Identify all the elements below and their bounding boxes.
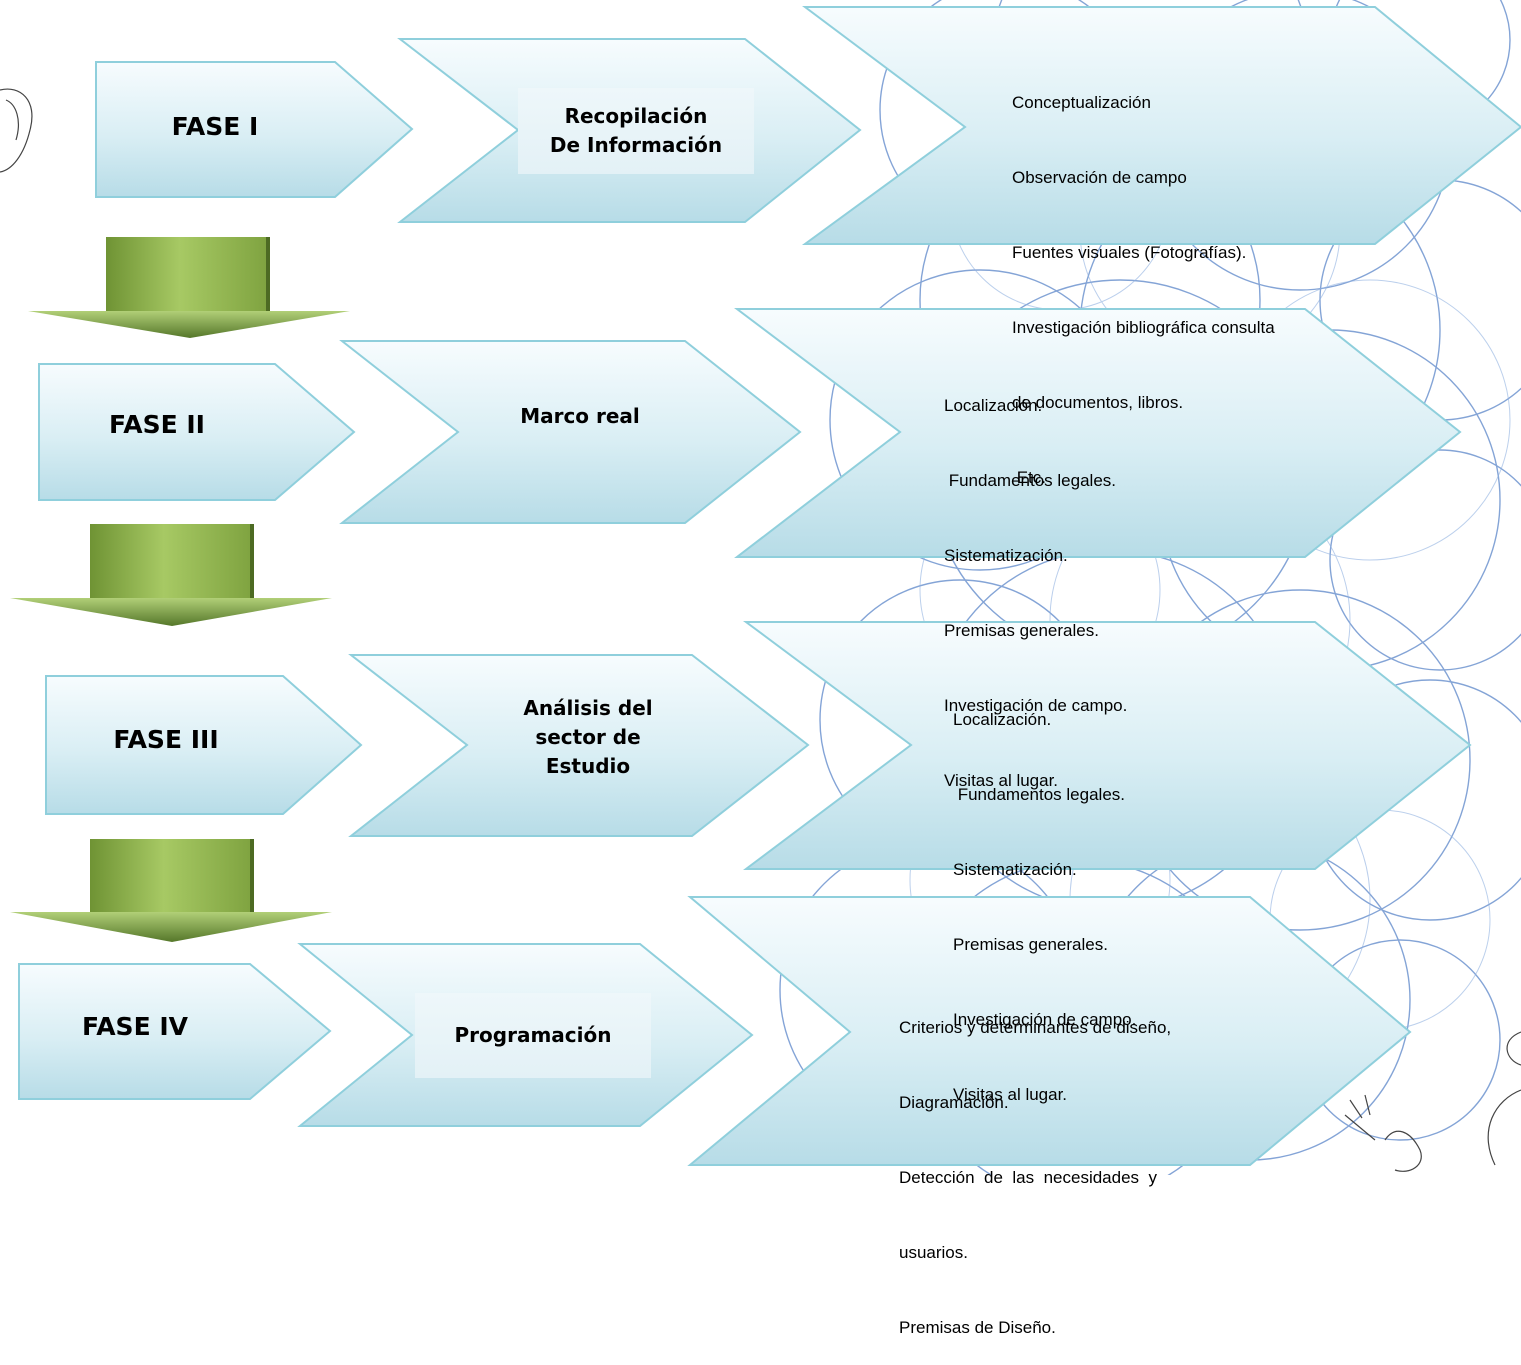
stage-chevron-2 [339,340,802,524]
sketch-fragment-left [0,88,33,173]
sketch-fragment-right [1344,1031,1521,1172]
detail-chevron-3 [742,621,1472,870]
phase-chevron-4 [18,963,332,1100]
detail-line: Localización. [944,396,1043,415]
detail-line: Investigación de campo. [953,1010,1137,1029]
detail-line: Fundamentos legales. [944,471,1116,490]
stage-1-label: Recopilación De Información [518,88,754,174]
phase-chevron-3 [45,675,363,815]
detail-line: Sistematización. [944,546,1068,565]
detail-line: Premisas generales. [944,621,1099,640]
detail-line: Diagramación. [899,1093,1009,1112]
detail-line: Investigación de campo. [944,696,1128,715]
detail-chevron-4 [687,896,1412,1166]
detail-line: Criterios y determinantes de diseño, [899,1018,1172,1037]
stage-2-label: Marco real [520,403,640,428]
details-3: Localización. Fundamentos legales. Siste… [953,657,1136,1132]
phase-2-label: FASE II [109,409,205,439]
detail-line: Visitas al lugar. [953,1085,1068,1104]
diagram-canvas [0,0,1521,1175]
detail-chevron-1 [801,6,1521,245]
phase-1-label: FASE I [171,111,259,141]
detail-line: Fundamentos legales. [953,785,1125,804]
detail-line: Premisas generales. [953,935,1108,954]
details-2: Localización. Fundamentos legales. Siste… [944,343,1127,818]
down-arrow-2 [10,524,332,626]
detail-line: usuarios. [899,1243,968,1262]
decor-circle [1329,449,1521,671]
phase-chevron-1 [95,61,414,198]
details-4: Criterios y determinantes de diseño, Dia… [899,965,1171,1365]
down-arrow-3 [10,839,332,942]
detail-line: Observación de campo [1012,168,1187,187]
detail-line: Premisas de Diseño. [899,1318,1056,1337]
phase-3-label: FASE III [113,724,219,754]
detail-line: Visitas al lugar. [944,771,1059,790]
phase-chevron-2 [38,363,356,501]
detail-line: Conceptualización [1012,93,1151,112]
stage-3-label: Análisis del sector de Estudio [523,695,653,778]
detail-chevron-2 [734,308,1462,558]
down-arrow-1 [28,237,350,338]
detail-line: Etc. [1012,468,1047,487]
detail-line: de documentos, libros. [1012,393,1184,412]
detail-line: Sistematización. [953,860,1077,879]
detail-line: Detección de las necesidades y [899,1168,1157,1187]
stage-chevron-3 [348,654,810,837]
detail-line: Fuentes visuales (Fotografías). [1012,243,1247,262]
detail-line: Localización. [953,710,1052,729]
stage-4-label: Programación [415,993,651,1078]
phase-4-label: FASE IV [82,1011,188,1041]
detail-line: Investigación bibliográfica consulta [1012,318,1275,337]
details-1: Conceptualización Observación de campo F… [1012,40,1275,515]
